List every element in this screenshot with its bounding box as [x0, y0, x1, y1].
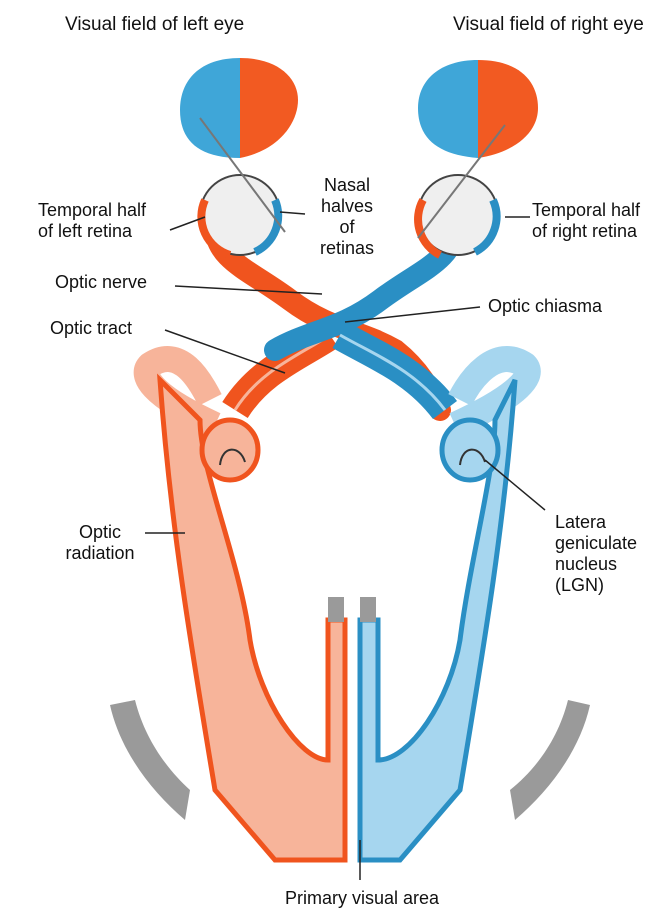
heading-left-visual-field: Visual field of left eye — [65, 14, 244, 36]
lateral-geniculate-nucleus — [202, 420, 498, 480]
label-primary-visual-area: Primary visual area — [285, 888, 439, 909]
label-optic-nerve: Optic nerve — [55, 272, 147, 293]
right-visual-field — [418, 60, 538, 158]
label-optic-chiasma: Optic chiasma — [488, 296, 602, 317]
heading-right-visual-field: Visual field of right eye — [453, 14, 644, 36]
left-visual-field — [180, 58, 298, 158]
left-eye — [200, 175, 280, 255]
label-optic-tract: Optic tract — [50, 318, 132, 339]
cortex-gray — [110, 597, 590, 820]
